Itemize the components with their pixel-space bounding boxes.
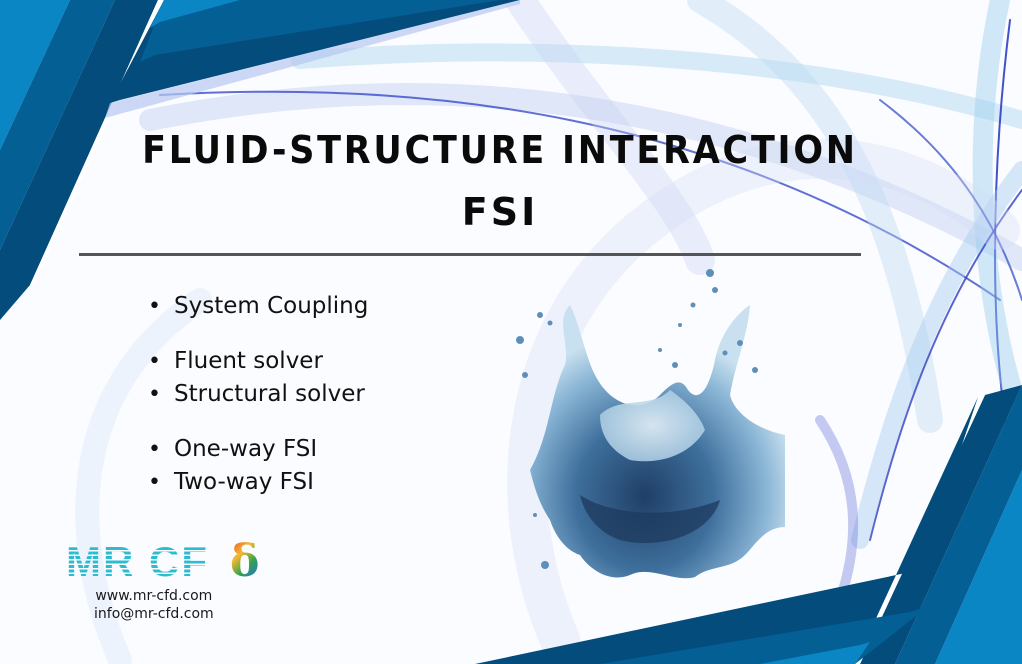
- water-splash-image: [516, 269, 785, 579]
- company-logo: MR CF δ: [66, 536, 259, 587]
- delta-logo-icon: δ: [230, 536, 260, 587]
- page-subtitle: FSI: [461, 190, 539, 234]
- email-link[interactable]: info@mr-cfd.com: [94, 606, 214, 622]
- list-item: Fluent solver: [148, 345, 368, 378]
- page-title: FLUID-STRUCTURE INTERACTION: [142, 128, 858, 172]
- contact-info: www.mr-cfd.com info@mr-cfd.com: [94, 587, 214, 623]
- website-link[interactable]: www.mr-cfd.com: [95, 588, 213, 604]
- list-item: System Coupling: [148, 290, 368, 323]
- logo-wordmark: MR CF: [66, 538, 209, 585]
- list-item: One-way FSI: [148, 433, 368, 466]
- list-item: Two-way FSI: [148, 466, 368, 499]
- topic-list: System Coupling Fluent solver Structural…: [148, 290, 368, 499]
- title-divider: [79, 253, 861, 256]
- list-item: Structural solver: [148, 378, 368, 411]
